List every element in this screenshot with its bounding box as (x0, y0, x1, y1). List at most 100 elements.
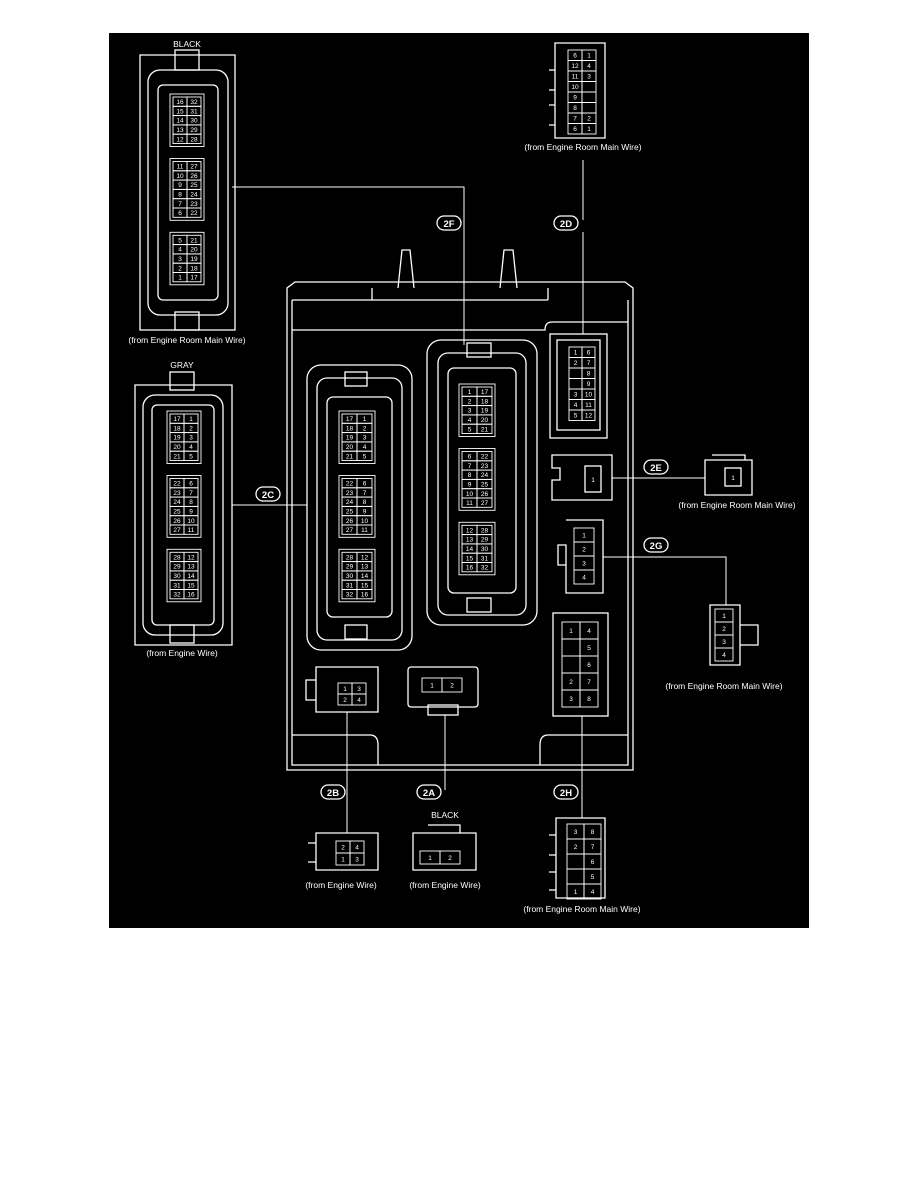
pin-2f-socket-pin-2-3-b: 31 (481, 555, 489, 562)
pin-2g-socket-pin-2: 3 (582, 560, 586, 567)
callout-2h: 2H (553, 784, 579, 800)
pin-2c-plug-pin-1-3-b: 9 (189, 508, 193, 515)
pin-2f-plug-pin-2-1-a: 4 (178, 247, 182, 254)
pin-2d-socket-pin-0-a: 1 (574, 350, 578, 357)
pin-2c-plug-pin-0-4-b-cell (183, 450, 199, 461)
pin-2f-socket-pin-0-1-a: 2 (468, 398, 472, 405)
pin-2c-plug-pin-1-5-b-cell (183, 524, 199, 535)
pin-2c-socket-group-2 (338, 548, 376, 603)
pin-2f-socket-pin-2-2-a: 14 (466, 546, 474, 553)
svg-text:2E: 2E (650, 463, 662, 474)
pin-2h-socket-pin-4-b: 8 (587, 696, 591, 703)
pin-2f-socket-pin-0-4-b-cell (476, 423, 493, 434)
pin-2f-socket-pin-0-3-b: 20 (481, 417, 489, 424)
pin-2f-plug-pin-1-3-a: 8 (178, 191, 182, 198)
pin-2c-plug-pin-1-5-b: 11 (188, 527, 195, 534)
pin-2a-socket-pin-1-cell (441, 677, 463, 693)
label-2e-plug-source: (from Engine Room Main Wire) (678, 500, 795, 510)
pin-2f-plug-pin-0-0-b: 32 (190, 99, 198, 106)
pin-2d-plug-pin-0-b: 1 (587, 53, 591, 60)
svg-text:2F: 2F (443, 219, 454, 230)
pin-2f-socket-pin-0-3-a: 4 (468, 417, 472, 424)
pin-2f-socket-pin-1-5-a: 11 (466, 500, 473, 507)
pin-2f-plug-pin-1-4-b: 23 (190, 201, 198, 208)
pin-2f-socket-pin-1-3-b: 25 (481, 481, 489, 488)
pin-2f-socket-pin-1-0-a: 6 (468, 454, 472, 461)
pin-2c-socket-group-0 (338, 410, 376, 464)
pin-2f-plug-pin-0-1-b: 31 (190, 108, 198, 115)
pin-2c-plug-pin-2-3-b: 15 (187, 582, 195, 589)
pin-2c-socket-pin-1-4-a: 26 (346, 518, 354, 525)
pin-2c-socket-pin-1-5-b: 11 (361, 527, 368, 534)
pin-2f-plug-pin-1-1-b: 26 (190, 173, 198, 180)
label-2f-plug-source: (from Engine Room Main Wire) (128, 335, 245, 345)
pin-2h-socket-pin-3-a: 2 (569, 679, 573, 686)
pin-2c-plug-pin-0-2-b: 3 (189, 435, 193, 442)
pin-2h-socket-pin-2-b: 6 (587, 662, 591, 669)
pin-2a-socket-pin-1: 2 (450, 682, 454, 689)
pin-2d-plug-pin-6-b: 2 (587, 116, 591, 123)
label-gray: GRAY (170, 360, 194, 370)
pin-2c-socket-pin-2-1-a: 29 (346, 564, 354, 571)
pin-2c-socket-pin-0-1-b: 2 (363, 425, 367, 432)
pin-2d-socket-pin-1-a: 2 (574, 360, 578, 367)
pin-2d-socket-pin-6-a: 5 (574, 413, 578, 420)
pin-2d-plug-pin-1-a: 12 (571, 63, 579, 70)
label-2d-plug-source: (from Engine Room Main Wire) (524, 142, 641, 152)
pin-2f-plug-pin-0-1-a: 15 (176, 108, 184, 115)
pin-2c-plug-pin-2-0-a: 28 (173, 554, 181, 561)
pin-2f-plug-pin-1-0-b: 27 (190, 164, 198, 171)
pin-2h-socket-pin-3-b: 7 (587, 679, 591, 686)
pin-2c-plug-pin-1-0-b: 6 (189, 481, 193, 488)
pin-2f-socket-pin-0-4-a: 5 (468, 426, 472, 433)
pin-2c-plug-pin-2-1-b: 13 (187, 564, 195, 571)
pin-2f-socket-group-1 (458, 448, 496, 511)
pin-2b-plug-pin-0-b: 4 (355, 844, 359, 851)
pin-2c-socket-pin-0-3-a: 20 (346, 444, 354, 451)
pin-2c-plug-pin-0-3-b: 4 (189, 444, 193, 451)
pin-2f-socket-pin-0-1-b: 18 (481, 398, 489, 405)
pin-2f-plug-pin-1-5-a: 6 (178, 210, 182, 217)
pin-2c-socket-pin-0-0-b: 1 (363, 416, 367, 423)
pin-2c-plug-group-2 (166, 548, 202, 603)
pin-2g-plug-pin-1: 2 (722, 626, 726, 633)
pin-2a-plug-pin-1: 2 (448, 855, 452, 862)
pin-2c-socket-pin-2-4-a: 32 (346, 592, 354, 599)
pin-2g-plug-pin-2: 3 (722, 639, 726, 646)
pin-2f-plug-pin-2-0-b: 21 (190, 237, 198, 244)
pin-2d-plug-pin-3-a: 10 (571, 84, 579, 91)
pin-2c-plug-pin-2-4-a: 32 (173, 592, 181, 599)
pin-2c-socket-pin-2-3-b: 15 (361, 582, 369, 589)
callout-2g: 2G (643, 537, 669, 553)
pin-2d-plug-pin-2-b: 3 (587, 74, 591, 81)
pin-2f-socket-pin-2-3-a: 15 (466, 555, 474, 562)
pin-2f-plug-pin-1-4-a: 7 (178, 201, 182, 208)
svg-text:2B: 2B (327, 788, 339, 799)
pin-2d-plug-pin-1-b: 4 (587, 63, 591, 70)
pin-2h-socket-pin-0-a: 1 (569, 628, 573, 635)
callout-2e: 2E (643, 459, 669, 475)
pin-2g-socket-pin-3: 4 (582, 574, 586, 581)
pin-2c-socket-pin-2-1-b: 13 (361, 564, 369, 571)
pin-2f-socket-pin-1-1-b: 23 (481, 463, 489, 470)
pin-2h-plug-pin-1-b: 7 (591, 844, 595, 851)
pin-2f-socket-group-2 (458, 521, 496, 576)
pin-2f-plug-group-1 (169, 158, 205, 221)
pin-2c-plug-pin-1-2-a: 24 (173, 499, 181, 506)
pin-2d-socket-pin-1-b: 7 (587, 360, 591, 367)
label-black-2a: BLACK (431, 810, 459, 820)
pin-2c-socket-pin-0-4-b-cell (356, 450, 373, 461)
pin-2f-socket-pin-1-1-a: 7 (468, 463, 472, 470)
pin-2f-socket-pin-2-0-a: 12 (466, 527, 474, 534)
pin-2c-plug-pin-1-1-a: 23 (173, 490, 181, 497)
pin-2f-plug-pin-2-2-b: 19 (190, 256, 198, 263)
pin-2f-plug-pin-1-1-a: 10 (176, 173, 184, 180)
pin-2d-plug-pin-7-b-cell (581, 123, 597, 135)
svg-text:2C: 2C (262, 490, 274, 501)
pin-2g-plug-pin-3-cell (714, 647, 734, 662)
